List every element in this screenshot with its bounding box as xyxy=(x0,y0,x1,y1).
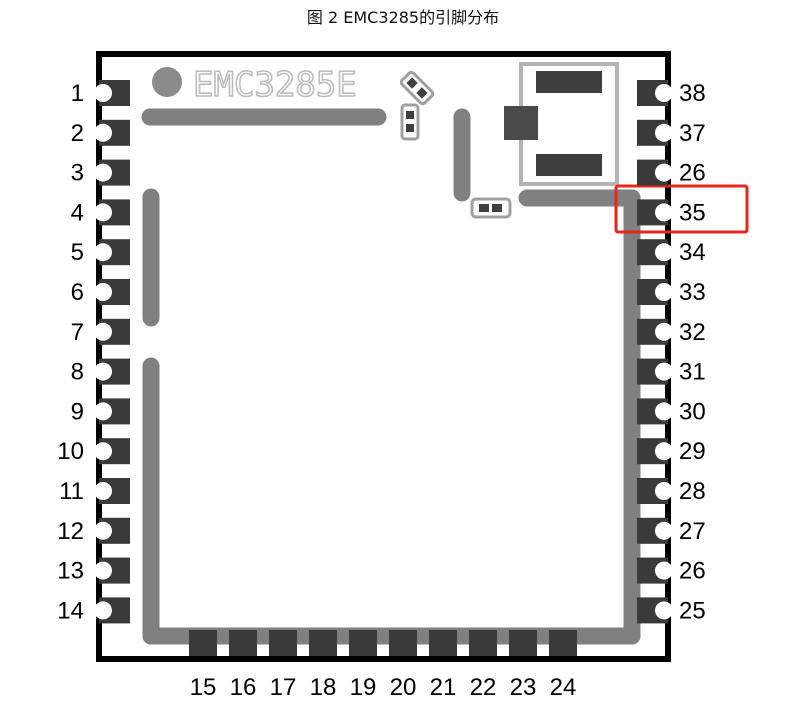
right-pin-label: 31 xyxy=(679,359,706,386)
left-pin-label: 7 xyxy=(71,319,84,346)
antenna-component xyxy=(504,62,619,186)
bottom-pin-pad xyxy=(189,630,217,656)
right-pin-label: 37 xyxy=(679,120,706,147)
left-pin-label: 2 xyxy=(71,120,84,147)
bottom-pin-pad xyxy=(349,630,377,656)
left-pin-label: 10 xyxy=(57,438,84,465)
left-pin-label: 8 xyxy=(71,359,84,386)
right-pin-hole xyxy=(655,601,673,620)
bottom-pin-label: 23 xyxy=(510,674,537,701)
left-pin-hole xyxy=(94,203,112,222)
bottom-pin-label: 15 xyxy=(190,674,217,701)
left-pin-hole xyxy=(94,84,112,102)
left-pin-hole xyxy=(94,442,112,461)
right-pin-label: 26 xyxy=(679,558,706,585)
left-pin-label: 1 xyxy=(71,80,84,107)
bottom-pin-pad xyxy=(389,630,417,656)
right-pin-label: 32 xyxy=(679,319,706,346)
right-pin-group: 38 37 26 35 34 33 32 31 30 29 28 27 26 25 xyxy=(637,80,706,624)
bottom-pin-pad xyxy=(309,630,337,656)
bottom-pin-label: 19 xyxy=(350,674,377,701)
bottom-pin-pad xyxy=(269,630,297,656)
right-pin-hole xyxy=(655,163,673,182)
bottom-pin-pad xyxy=(429,630,457,656)
right-pin-hole xyxy=(655,402,673,421)
left-pin-label: 4 xyxy=(71,199,84,226)
bottom-pin-group: 15 16 17 18 19 20 21 22 23 24 xyxy=(189,630,577,701)
right-pin-hole xyxy=(655,283,673,301)
left-pin-label: 5 xyxy=(71,239,84,266)
right-pin-label: 26 xyxy=(679,160,706,187)
bottom-pin-label: 20 xyxy=(390,674,417,701)
left-pin-hole xyxy=(94,482,112,500)
left-pin-label: 11 xyxy=(59,478,84,505)
bottom-pin-label: 24 xyxy=(550,674,577,701)
left-pin-hole xyxy=(94,561,112,580)
left-pin-label: 13 xyxy=(57,558,84,585)
left-pin-hole xyxy=(94,243,112,262)
left-pin-label: 12 xyxy=(57,518,84,545)
right-pin-label: 27 xyxy=(679,518,706,545)
highlight-box xyxy=(614,184,749,234)
left-pin-hole xyxy=(94,163,112,182)
right-pin-label: 38 xyxy=(679,80,706,107)
left-pin-hole xyxy=(94,322,112,341)
figure-caption: 图 2 EMC3285的引脚分布 xyxy=(306,8,500,27)
right-pin-label: 35 xyxy=(679,199,706,226)
right-pin-hole xyxy=(655,521,673,540)
right-pin-hole xyxy=(655,84,673,102)
bottom-pin-label: 21 xyxy=(430,674,457,701)
pin1-marker-dot xyxy=(152,67,182,97)
left-pin-hole xyxy=(94,123,112,142)
bottom-pin-label: 18 xyxy=(310,674,337,701)
bottom-pin-pad xyxy=(469,630,497,656)
module-outline xyxy=(96,51,671,662)
right-pin-label: 28 xyxy=(679,478,706,505)
left-pin-hole xyxy=(94,521,112,540)
bottom-pin-pad xyxy=(549,630,577,656)
small-components xyxy=(399,70,512,219)
right-pin-label: 25 xyxy=(679,597,706,624)
left-pin-hole xyxy=(94,362,112,381)
right-pin-hole xyxy=(655,203,673,222)
left-pin-label: 9 xyxy=(71,398,84,425)
left-pin-label: 6 xyxy=(71,279,84,306)
left-pin-hole xyxy=(94,601,112,620)
right-pin-hole xyxy=(655,243,673,262)
bottom-pin-pad xyxy=(509,630,537,656)
bottom-pin-label: 16 xyxy=(230,674,257,701)
right-pin-hole xyxy=(655,561,673,580)
bottom-pin-pad xyxy=(229,630,257,656)
right-pin-hole xyxy=(655,362,673,381)
bottom-pin-label: 22 xyxy=(470,674,497,701)
bottom-pin-label: 17 xyxy=(270,674,297,701)
right-pin-label: 29 xyxy=(679,438,706,465)
right-pin-hole xyxy=(655,322,673,341)
right-pin-hole xyxy=(655,482,673,500)
left-pin-hole xyxy=(94,283,112,301)
left-pin-hole xyxy=(94,402,112,421)
right-pin-label: 33 xyxy=(679,279,706,306)
left-pin-label: 14 xyxy=(57,597,84,624)
right-pin-label: 30 xyxy=(679,398,706,425)
left-pin-label: 3 xyxy=(71,160,84,187)
right-pin-hole xyxy=(655,123,673,142)
right-pin-hole xyxy=(655,442,673,461)
chip-marking: EMC3285E xyxy=(193,65,357,105)
right-pin-label: 34 xyxy=(679,239,706,266)
